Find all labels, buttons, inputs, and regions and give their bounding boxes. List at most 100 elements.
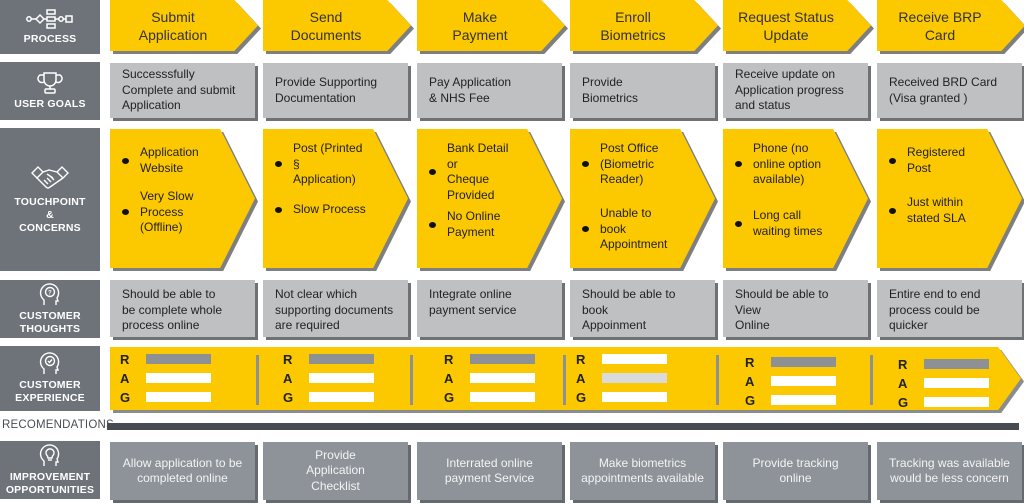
bullet-icon	[275, 161, 282, 168]
row-label-thoughts: ? CUSTOMER THOUGHTS	[0, 280, 100, 338]
touchpoint-text: Very Slow	[140, 189, 194, 203]
user-goal-text: (Visa granted )	[889, 90, 968, 105]
bullet-icon	[275, 206, 282, 213]
row-label-process: PROCESS	[0, 0, 100, 54]
improvement-text: Application	[306, 463, 365, 478]
customer-thought-text: are required	[275, 318, 340, 332]
row-label-touchpoint: TOUCHPOINT & CONCERNS	[0, 128, 100, 271]
rag-bar-g	[602, 392, 667, 402]
customer-thought-text: process online	[122, 318, 200, 332]
rag-bar-a	[771, 376, 836, 386]
rag-letter-g: G	[120, 390, 131, 405]
rag-bar-r	[924, 359, 989, 369]
customer-thought-text: Integrate online	[429, 287, 512, 301]
recommendations-divider	[107, 423, 1019, 430]
customer-thought-text: process could be	[889, 302, 980, 317]
user-goal-text: Receive update on	[735, 67, 836, 82]
bullet-icon	[582, 161, 589, 168]
bullet-icon	[735, 161, 742, 168]
bullet-icon	[889, 157, 896, 164]
customer-thought-text: Entire end to end	[889, 287, 981, 301]
rag-letter-g: G	[576, 390, 587, 405]
touchpoint-text: Application)	[293, 172, 356, 186]
improvement-text: Make biometrics	[598, 455, 687, 470]
touchpoint-text: Long call	[753, 208, 802, 222]
touchpoint-text: online option	[753, 156, 822, 171]
user-goal-text: Pay Application	[429, 75, 512, 89]
touchpoint-chevron: Post (Printed §Application)Slow Process	[263, 129, 408, 268]
rag-letter-r: R	[283, 352, 293, 367]
touchpoint-text: Phone (no	[753, 141, 809, 155]
handshake-icon	[31, 165, 69, 189]
touchpoint-text: Appointment	[600, 237, 668, 251]
process-step-label: Send	[309, 8, 343, 25]
touchpoint-text: Post (Printed §	[293, 141, 363, 171]
user-goal-text: Application	[122, 98, 181, 113]
row-label-touchpoint-text-2: &	[46, 208, 54, 221]
rag-bar-a	[924, 378, 989, 388]
rag-bar-a	[470, 373, 535, 383]
touchpoint-text: Just within	[907, 195, 964, 209]
customer-thought-text: Should be able to book	[582, 287, 676, 317]
rag-letter-r: R	[745, 355, 755, 370]
touchpoint-text: Application	[140, 145, 199, 159]
rag-bar-g	[309, 392, 374, 402]
user-goal-text: Successsfully	[122, 67, 195, 82]
rag-separator	[563, 355, 566, 405]
improvement-text: Interrated online	[446, 455, 533, 470]
touchpoint-text: (Offline)	[140, 220, 183, 234]
row-label-experience: CUSTOMER EXPERIENCE	[0, 346, 100, 411]
rag-separator	[256, 355, 259, 405]
row-label-improvement-text-1: IMPROVEMENT	[9, 470, 91, 483]
user-goal-text: Biometrics	[582, 90, 639, 105]
rag-letter-g: G	[444, 390, 455, 405]
head-check-icon	[39, 352, 60, 374]
rag-letter-a: A	[898, 376, 908, 391]
improvement-text: appointments available	[581, 471, 704, 485]
user-goal-box: Pay Application& NHS Fee	[417, 63, 562, 118]
row-label-process-text: PROCESS	[23, 33, 77, 45]
process-step-label: Enroll	[615, 8, 651, 25]
user-goal-text: and status	[735, 98, 791, 113]
row-label-user-goals-text: USER GOALS	[14, 98, 86, 110]
process-step-label: Receive BRP	[898, 8, 982, 25]
process-step-label: Request Status	[738, 8, 834, 25]
rag-bar-g	[924, 397, 989, 407]
touchpoint-text: waiting times	[753, 223, 823, 238]
rag-bar-a	[309, 373, 374, 383]
user-goal-box: Received BRD Card(Visa granted )	[877, 63, 1022, 118]
row-label-improvement: IMPROVEMENT OPPORTUNITIES	[0, 441, 100, 499]
touchpoint-text: Reader)	[600, 172, 644, 186]
rag-letter-r: R	[576, 352, 586, 367]
process-step-label: Submit	[151, 8, 195, 25]
customer-thought-text: be complete whole	[122, 302, 223, 317]
touchpoint-text: Registered	[907, 145, 966, 159]
user-goal-text: Provide Supporting	[275, 75, 378, 89]
process-step-label: Make	[462, 8, 498, 25]
customer-thought-text: Appoinment	[582, 318, 647, 332]
row-label-experience-text-1: CUSTOMER	[19, 379, 81, 391]
user-goal-text: & NHS Fee	[429, 90, 490, 105]
rag-bar-a	[146, 373, 211, 383]
touchpoint-item: Post (Printed §Application)	[275, 141, 368, 188]
